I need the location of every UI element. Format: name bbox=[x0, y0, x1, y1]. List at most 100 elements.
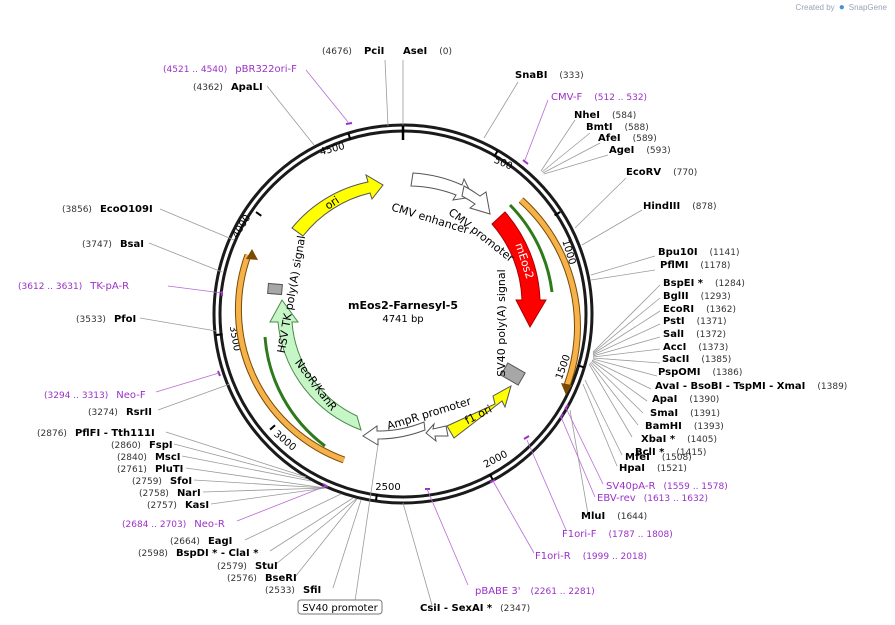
primer-neo-r-pos: (2684 .. 2703) bbox=[122, 520, 186, 530]
site-acci: AccI (1373) bbox=[663, 342, 728, 353]
tick-1500 bbox=[577, 364, 585, 369]
site-eagi-name: EagI bbox=[208, 536, 232, 547]
site-xbai-name: XbaI * bbox=[641, 434, 676, 445]
site-ecori: EcoRI(1362) bbox=[663, 304, 736, 315]
site-bglii: BglII(1293) bbox=[663, 291, 731, 302]
primer-pbabe3-name: pBABE 3' bbox=[475, 586, 521, 597]
site-nari-name: NarI bbox=[177, 488, 201, 499]
site-hindiii-name: HindIII bbox=[643, 201, 680, 212]
primer-sv40pa-r-name: SV40pA-R bbox=[606, 481, 655, 492]
site-apai: ApaI(1390) bbox=[652, 394, 719, 405]
site-smai-pos: (1391) bbox=[690, 409, 720, 419]
site-pflmi-name: PflMI bbox=[660, 260, 688, 271]
features bbox=[267, 172, 547, 446]
site-bmti-name: BmtI bbox=[586, 122, 613, 133]
primer-sv40pa-r-pos: (1559 .. 1578) bbox=[663, 482, 727, 492]
site-bseri-pos: (2576) bbox=[227, 574, 257, 584]
site-ecorv-name: EcoRV bbox=[626, 167, 661, 178]
primer-f1ori-f-pos: (1787 .. 1808) bbox=[608, 530, 672, 540]
site-nhei-pos: (584) bbox=[612, 111, 636, 121]
site-afei: AfeI(589) bbox=[598, 133, 657, 144]
tick-4500 bbox=[347, 132, 352, 140]
site-bglii-pos: (1293) bbox=[701, 292, 731, 302]
site-rsrii: (3274)RsrII bbox=[88, 407, 152, 418]
site-smai-name: SmaI bbox=[650, 408, 678, 419]
site-pflfi-name: PflFI - Tth111I bbox=[75, 428, 155, 439]
tick-3500 bbox=[216, 333, 223, 336]
site-bsai-name: BsaI bbox=[120, 239, 144, 250]
primer-mark-f1ori-f bbox=[523, 435, 530, 440]
primer-mark-f1ori-r bbox=[489, 479, 496, 483]
site-msci: (2840)MscI bbox=[117, 452, 181, 463]
primer-tk-pa-r-name: TK-pA-R bbox=[89, 281, 129, 292]
tick-500 bbox=[493, 149, 499, 157]
primer-mark-ebv-rev bbox=[559, 413, 564, 419]
primer-ebv-rev-name: EBV-rev bbox=[597, 493, 636, 504]
site-apali-name: ApaLI bbox=[231, 82, 263, 93]
site-xbai-pos: (1405) bbox=[687, 435, 717, 445]
site-sfii-pos: (2533) bbox=[265, 586, 295, 596]
site-msci-name: MscI bbox=[155, 452, 181, 463]
site-sfoi-pos: (2759) bbox=[132, 477, 162, 487]
tick-4000 bbox=[255, 211, 262, 217]
site-asei-name: AseI bbox=[403, 46, 427, 57]
site-agei-name: AgeI bbox=[609, 145, 634, 156]
snapgene-brand: Created by ● SnapGene bbox=[796, 2, 887, 13]
site-eagi-pos: (2664) bbox=[170, 537, 200, 547]
site-fspi: (2860)FspI bbox=[111, 440, 173, 451]
site-apai-pos: (1390) bbox=[689, 395, 719, 405]
site-pspomi: PspOMI (1386) bbox=[658, 367, 742, 378]
tick-1000 bbox=[554, 211, 561, 217]
site-sfoi-name: SfoI bbox=[170, 476, 192, 487]
site-agei-pos: (593) bbox=[646, 146, 670, 156]
site-hpai: HpaI(1521) bbox=[619, 463, 687, 474]
site-bcli: BclI *(1415) bbox=[635, 447, 706, 458]
site-avai: AvaI - BsoBI - TspMI - XmaI(1389) bbox=[655, 381, 847, 392]
site-apali-pos: (4362) bbox=[193, 83, 223, 93]
site-mfei-name: MfeI bbox=[625, 452, 650, 463]
site-bamhi-pos: (1393) bbox=[694, 422, 724, 432]
site-avai-pos: (1389) bbox=[817, 382, 847, 392]
site-afei-pos: (589) bbox=[633, 134, 657, 144]
site-pspomi-name: PspOMI bbox=[658, 367, 700, 378]
site-fspi-pos: (2860) bbox=[111, 441, 141, 451]
primer-pbr322ori-f-name: pBR322ori-F bbox=[235, 64, 297, 75]
tick-2500 bbox=[375, 493, 378, 501]
site-snabi: SnaBI(333) bbox=[515, 70, 584, 81]
site-labels: AseI(0) (4676)PciI SnaBI(333) NheI(584) … bbox=[37, 46, 847, 614]
primer-f1ori-f: F1ori-F (1787 .. 1808) bbox=[562, 529, 673, 540]
site-pflmi: PflMI(1178) bbox=[660, 260, 730, 271]
primer-ebv-rev-pos: (1613 .. 1632) bbox=[644, 494, 708, 504]
primer-leader-lines bbox=[155, 69, 604, 586]
primer-f1ori-f-name: F1ori-F bbox=[562, 529, 597, 540]
site-bspei: BspEI *(1284) bbox=[663, 278, 745, 289]
sv40-promoter-box bbox=[297, 599, 383, 615]
tick-3000 bbox=[269, 424, 276, 431]
site-ecorv-pos: (770) bbox=[673, 168, 697, 178]
site-bamhi-name: BamHI bbox=[645, 421, 682, 432]
primer-tk-pa-r: (3612 .. 3631)TK-pA-R bbox=[18, 281, 129, 292]
site-pcii-pos: (4676) bbox=[322, 47, 352, 57]
site-acci-name: AccI bbox=[663, 342, 686, 353]
orf-left-arrowhead bbox=[246, 249, 258, 260]
site-pflfi: (2876)PflFI - Tth111I bbox=[37, 428, 155, 439]
site-hpai-name: HpaI bbox=[619, 463, 645, 474]
site-pfoi-pos: (3533) bbox=[76, 315, 106, 325]
site-bsai-pos: (3747) bbox=[82, 240, 112, 250]
primer-ebv-rev: EBV-rev (1613 .. 1632) bbox=[597, 493, 708, 504]
site-smai: SmaI (1391) bbox=[650, 408, 720, 419]
site-bspei-name: BspEI * bbox=[663, 278, 704, 289]
plasmid-name: mEos2-Farnesyl-5 bbox=[348, 299, 458, 312]
site-kasi-pos: (2757) bbox=[147, 501, 177, 511]
site-kasi-name: KasI bbox=[185, 500, 209, 511]
site-pspomi-pos: (1386) bbox=[712, 368, 742, 378]
site-agei: AgeI (593) bbox=[609, 145, 671, 156]
site-acci-pos: (1373) bbox=[698, 343, 728, 353]
primer-mark-neo-f bbox=[217, 370, 221, 377]
site-nari-pos: (2758) bbox=[139, 489, 169, 499]
tick-2000 bbox=[488, 473, 494, 481]
site-psti-name: PstI bbox=[663, 316, 685, 327]
site-mlui-name: MluI bbox=[581, 511, 605, 522]
orf-arc-left bbox=[235, 254, 345, 463]
site-asei: AseI(0) bbox=[403, 46, 452, 57]
